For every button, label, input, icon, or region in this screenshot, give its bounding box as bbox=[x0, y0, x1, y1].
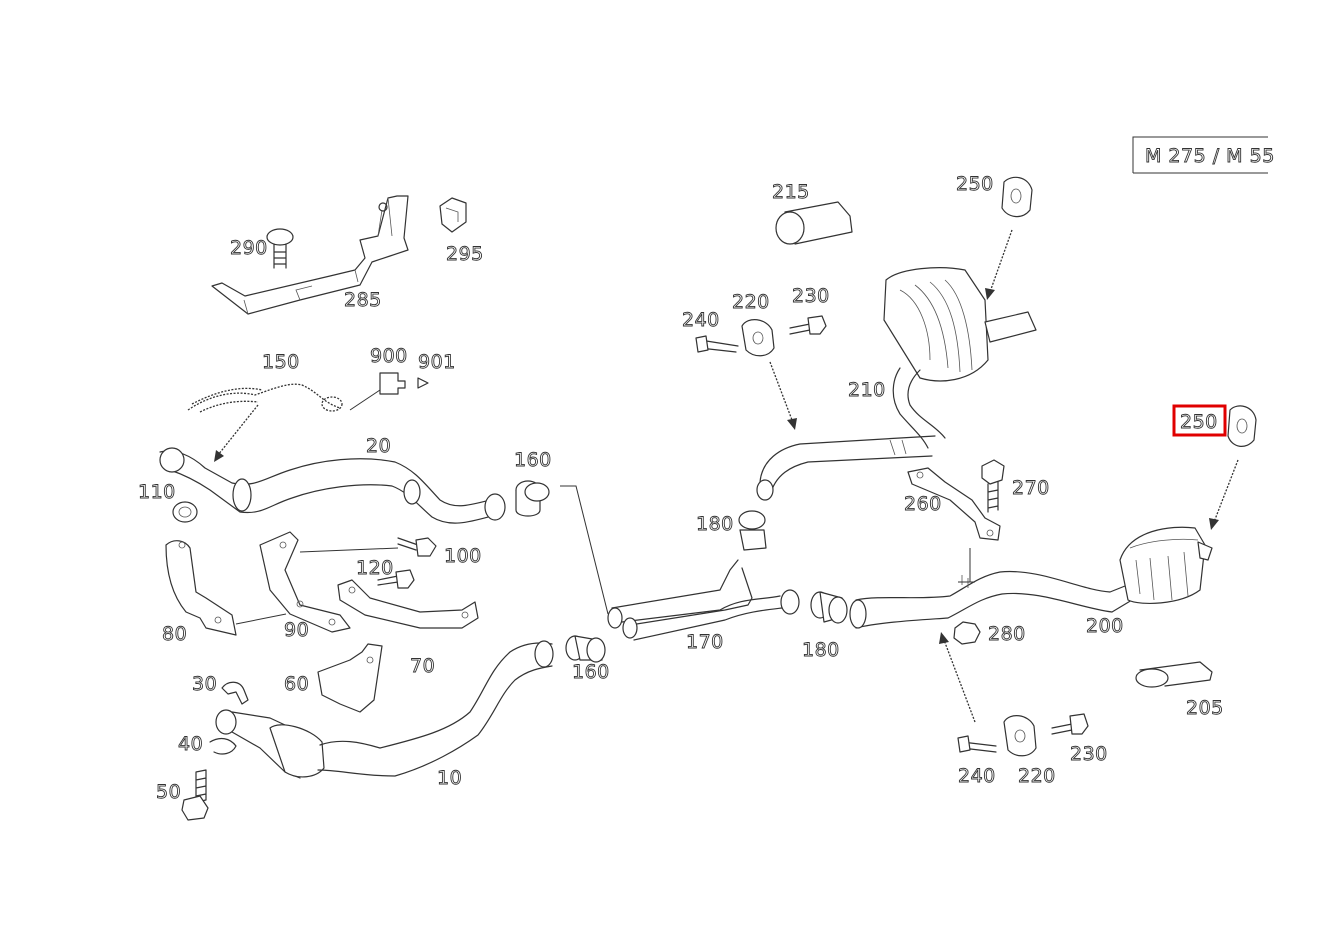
bolt-290[interactable] bbox=[266, 228, 294, 269]
label-240-upper[interactable]: 240 bbox=[682, 309, 720, 332]
tail-tip-215[interactable] bbox=[775, 201, 853, 245]
label-100[interactable]: 100 bbox=[444, 545, 482, 568]
label-120[interactable]: 120 bbox=[356, 557, 394, 580]
label-230-lower[interactable]: 230 bbox=[1070, 743, 1108, 766]
label-270[interactable]: 270 bbox=[1012, 477, 1050, 500]
label-180-lower[interactable]: 180 bbox=[802, 639, 840, 662]
label-900[interactable]: 900 bbox=[370, 345, 408, 368]
label-220-upper[interactable]: 220 bbox=[732, 291, 770, 314]
label-240-lower[interactable]: 240 bbox=[958, 765, 996, 788]
label-160-upper[interactable]: 160 bbox=[514, 449, 552, 472]
hanger-220-lower[interactable] bbox=[1003, 715, 1037, 757]
bracket-80[interactable] bbox=[165, 540, 237, 636]
rear-pipe-200[interactable] bbox=[849, 526, 1213, 629]
label-280[interactable]: 280 bbox=[988, 623, 1026, 646]
connector-900[interactable] bbox=[379, 372, 406, 395]
arrow-240-upper bbox=[769, 361, 797, 430]
clamp-160-upper[interactable] bbox=[515, 480, 550, 517]
intermediate-pipe-170[interactable] bbox=[607, 559, 800, 641]
hanger-250-right[interactable] bbox=[1227, 405, 1257, 447]
bracket-260[interactable] bbox=[907, 467, 1001, 541]
arrow-150 bbox=[214, 404, 259, 462]
strap-70[interactable] bbox=[337, 579, 479, 629]
front-pipe-20[interactable] bbox=[159, 447, 506, 524]
front-pipe-10[interactable] bbox=[215, 640, 554, 779]
bolt-230-lower[interactable] bbox=[1051, 713, 1089, 735]
hanger-250-upper[interactable] bbox=[1001, 176, 1033, 218]
screw-240-lower[interactable] bbox=[957, 735, 997, 753]
label-80[interactable]: 80 bbox=[162, 623, 188, 646]
label-295[interactable]: 295 bbox=[446, 243, 484, 266]
bolt-230-upper[interactable] bbox=[789, 315, 827, 335]
leader-lines bbox=[235, 485, 975, 625]
bolt-50[interactable] bbox=[181, 769, 209, 821]
part-labels: 10 20 30 40 50 60 70 80 90 100 110 120 1… bbox=[138, 173, 1224, 804]
screw-240-upper[interactable] bbox=[695, 335, 739, 353]
muffler-210[interactable] bbox=[883, 267, 1037, 449]
label-250-upper[interactable]: 250 bbox=[956, 173, 994, 196]
rear-pipe-left[interactable] bbox=[756, 435, 936, 501]
label-170[interactable]: 170 bbox=[686, 631, 724, 654]
label-215[interactable]: 215 bbox=[772, 181, 810, 204]
arrow-240-lower bbox=[939, 632, 976, 723]
label-250-right[interactable]: 250 bbox=[1180, 411, 1218, 434]
label-30[interactable]: 30 bbox=[192, 673, 218, 696]
label-180-upper[interactable]: 180 bbox=[696, 513, 734, 536]
bracket-60[interactable] bbox=[317, 643, 383, 713]
label-40[interactable]: 40 bbox=[178, 733, 204, 756]
model-label: M 275 / M 55 bbox=[1145, 145, 1275, 167]
bracket-285[interactable] bbox=[211, 195, 409, 315]
label-20[interactable]: 20 bbox=[366, 435, 392, 458]
plug-901[interactable] bbox=[417, 377, 429, 389]
bolt-270[interactable] bbox=[981, 459, 1005, 513]
bolt-120[interactable] bbox=[377, 569, 415, 589]
label-200[interactable]: 200 bbox=[1086, 615, 1124, 638]
label-260[interactable]: 260 bbox=[904, 493, 942, 516]
bolt-100[interactable] bbox=[397, 537, 437, 557]
label-60[interactable]: 60 bbox=[284, 673, 310, 696]
tail-tip-205[interactable] bbox=[1135, 661, 1213, 688]
clip-295[interactable] bbox=[439, 197, 467, 233]
grommet-280[interactable] bbox=[953, 621, 981, 645]
label-901[interactable]: 901 bbox=[418, 351, 456, 374]
label-10[interactable]: 10 bbox=[437, 767, 463, 790]
nut-110[interactable] bbox=[172, 501, 198, 523]
bracket-90[interactable] bbox=[259, 531, 351, 633]
model-label-box: M 275 / M 55 bbox=[1132, 136, 1275, 174]
label-70[interactable]: 70 bbox=[410, 655, 436, 678]
label-160-lower[interactable]: 160 bbox=[572, 661, 610, 684]
label-290[interactable]: 290 bbox=[230, 237, 268, 260]
label-230-upper[interactable]: 230 bbox=[792, 285, 830, 308]
sensor-150[interactable] bbox=[187, 383, 381, 413]
hanger-220-upper[interactable] bbox=[741, 319, 775, 357]
highlight-box-250 bbox=[1172, 404, 1227, 437]
label-50[interactable]: 50 bbox=[156, 781, 182, 804]
clamp-40[interactable] bbox=[209, 737, 237, 755]
label-220-lower[interactable]: 220 bbox=[1018, 765, 1056, 788]
label-150[interactable]: 150 bbox=[262, 351, 300, 374]
clamp-180-lower[interactable] bbox=[810, 591, 848, 624]
clamp-160-lower[interactable] bbox=[565, 635, 606, 663]
clamp-30[interactable] bbox=[221, 681, 249, 705]
label-285[interactable]: 285 bbox=[344, 289, 382, 312]
label-90[interactable]: 90 bbox=[284, 619, 310, 642]
clamp-180-upper[interactable] bbox=[738, 510, 767, 551]
label-110[interactable]: 110 bbox=[138, 481, 176, 504]
label-205[interactable]: 205 bbox=[1186, 697, 1224, 720]
label-210[interactable]: 210 bbox=[848, 379, 886, 402]
arrow-250-upper bbox=[985, 229, 1013, 300]
arrow-250-right bbox=[1209, 459, 1239, 530]
